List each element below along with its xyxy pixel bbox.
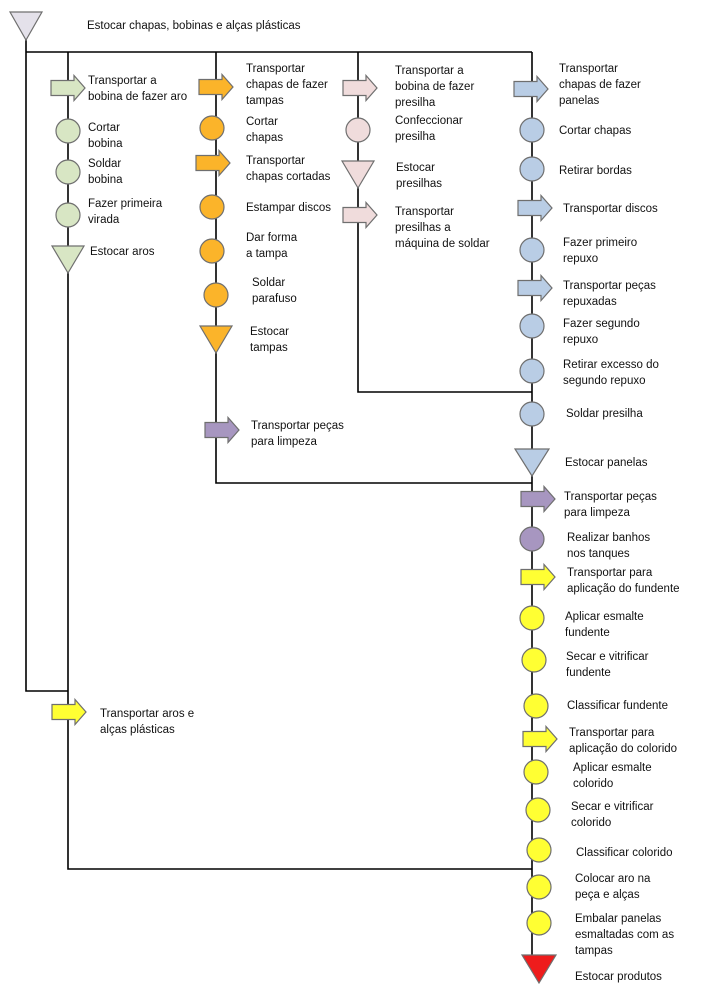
- label-cut-sheets-pans: Cortar chapas: [559, 125, 632, 137]
- label-transport-to-flux: Transportar para aplicação do fundente: [567, 567, 680, 595]
- label-store-clips: Estocar presilhas: [396, 162, 443, 190]
- label-transport-clips: Transportar presilhas a máquina de solda…: [395, 206, 490, 250]
- storage-triangle: [520, 954, 558, 985]
- operation-circle: [521, 647, 547, 673]
- transport-arrow: [342, 73, 378, 103]
- transport-arrow: [195, 148, 231, 178]
- transport-arrow: [51, 697, 87, 727]
- label-weld-coil: Soldar bobina: [88, 158, 123, 186]
- label-store-products: Estocar produtos: [575, 971, 662, 983]
- storage-triangle: [50, 245, 86, 275]
- label-store-rings: Estocar aros: [90, 246, 155, 258]
- operation-circle: [526, 874, 552, 900]
- label-first-turn: Fazer primeira virada: [88, 198, 163, 226]
- operation-circle: [519, 237, 545, 263]
- label-stamp-discs: Estampar discos: [246, 202, 332, 214]
- label-shape-lid: Dar forma a tampa: [246, 232, 298, 260]
- label-transport-cut-sheets: Transportar chapas cortadas: [246, 155, 331, 183]
- operation-circle: [199, 194, 225, 220]
- label-remove-edges: Retirar bordas: [559, 165, 632, 177]
- label-transport-to-cleaning-pans: Transportar peças para limpeza: [564, 491, 657, 519]
- transport-arrow: [522, 724, 558, 754]
- label-dry-vitrify-color: Secar e vitrificar colorido: [571, 801, 654, 829]
- label-top-storage: Estocar chapas, bobinas e alças plástica…: [87, 20, 301, 32]
- label-classify-color: Classificar colorido: [576, 847, 673, 859]
- operation-circle: [519, 526, 545, 552]
- transport-arrow: [513, 74, 549, 104]
- label-classify-flux: Classificar fundente: [567, 700, 668, 712]
- operation-circle: [525, 797, 551, 823]
- label-transport-lid-sheets: Transportar chapas de fazer tampas: [246, 63, 328, 107]
- operation-circle: [519, 401, 545, 427]
- label-make-clip: Confeccionar presilha: [395, 115, 463, 143]
- process-symbols: [8, 11, 558, 985]
- operation-circle: [55, 118, 81, 144]
- operation-circle: [519, 156, 545, 182]
- operation-circle: [519, 117, 545, 143]
- transport-arrow: [520, 562, 556, 592]
- label-transport-discs: Transportar discos: [563, 203, 658, 215]
- label-transport-drawn-parts: Transportar peças repuxadas: [563, 280, 656, 308]
- label-transport-to-color: Transportar para aplicação do colorido: [569, 727, 678, 755]
- label-transport-pan-sheets: Transportar chapas de fazer panelas: [559, 63, 641, 107]
- storage-triangle: [340, 160, 376, 190]
- storage-triangle: [198, 325, 234, 355]
- transport-arrow: [204, 415, 240, 445]
- transport-arrow: [342, 200, 378, 230]
- operation-circle: [526, 910, 552, 936]
- transport-arrow: [517, 273, 553, 303]
- storage-triangle: [8, 11, 44, 42]
- operation-circle: [523, 759, 549, 785]
- label-transport-to-cleaning-lids: Transportar peças para limpeza: [251, 420, 344, 448]
- label-apply-color-enamel: Aplicar esmalte colorido: [573, 762, 652, 790]
- label-store-lids: Estocar tampas: [250, 326, 289, 354]
- operation-circle: [526, 837, 552, 863]
- operation-circle: [519, 313, 545, 339]
- operation-circle: [519, 358, 545, 384]
- label-store-pans: Estocar panelas: [565, 457, 648, 469]
- transport-arrow: [520, 484, 556, 514]
- label-second-drawing: Fazer segundo repuxo: [563, 318, 640, 346]
- label-transport-coil-clip: Transportar a bobina de fazer presilha: [395, 65, 475, 109]
- label-trim-second-drawing: Retirar excesso do segundo repuxo: [563, 359, 659, 387]
- operation-circle: [55, 159, 81, 185]
- label-tank-baths: Realizar banhos nos tanques: [567, 532, 651, 560]
- label-weld-clip: Soldar presilha: [566, 408, 643, 420]
- operation-circle: [345, 117, 371, 143]
- transport-arrow: [198, 72, 234, 102]
- operation-circle: [199, 238, 225, 264]
- label-pack-pans: Embalar panelas esmaltadas com as tampas: [575, 913, 675, 957]
- connector-line: [67, 270, 532, 870]
- label-dry-vitrify-flux: Secar e vitrificar fundente: [566, 651, 649, 679]
- operation-circle: [199, 115, 225, 141]
- label-cut-sheets-lids: Cortar chapas: [246, 116, 284, 144]
- label-attach-ring-handles: Colocar aro na peça e alças: [575, 873, 651, 901]
- label-apply-flux-enamel: Aplicar esmalte fundente: [565, 611, 644, 639]
- operation-circle: [55, 202, 81, 228]
- label-weld-screw: Soldar parafuso: [252, 277, 297, 305]
- storage-triangle: [513, 448, 551, 478]
- transport-arrow: [50, 73, 86, 103]
- connector-line: [25, 36, 68, 692]
- operation-circle: [519, 605, 545, 631]
- label-transport-rings-handles: Transportar aros e alças plásticas: [100, 708, 195, 736]
- operation-circle: [523, 693, 549, 719]
- operation-circle: [203, 282, 229, 308]
- label-cut-coil: Cortar bobina: [88, 122, 123, 150]
- label-first-drawing: Fazer primeiro repuxo: [563, 237, 638, 265]
- transport-arrow: [517, 193, 553, 223]
- label-transport-coil-ring: Transportar a bobina de fazer aro: [88, 75, 188, 103]
